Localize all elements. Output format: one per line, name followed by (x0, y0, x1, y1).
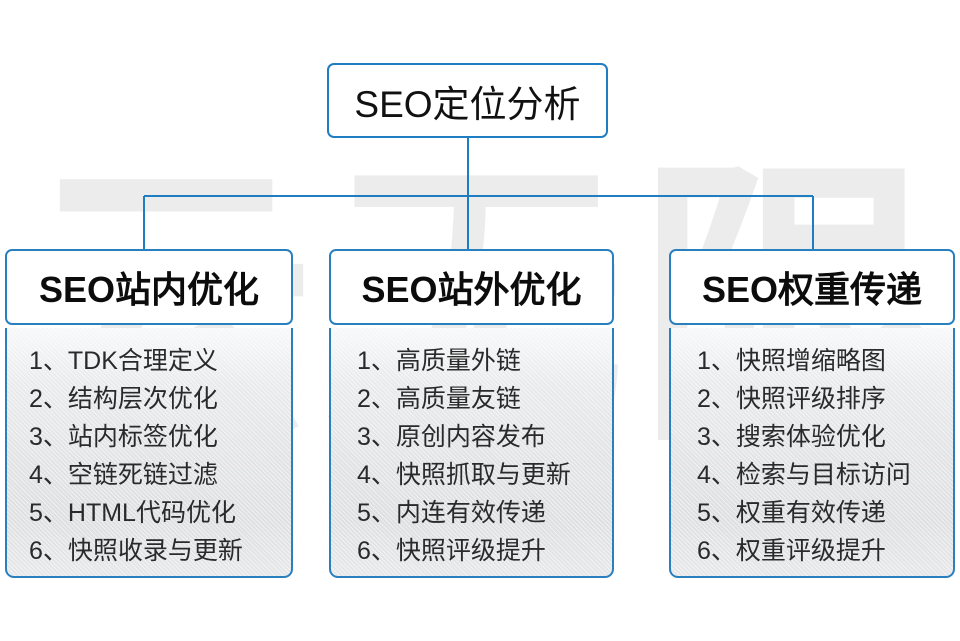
list-item-number: 6、 (29, 537, 68, 565)
list-item-text: 搜索体验优化 (735, 423, 886, 451)
list-item-text: 空链死链过滤 (67, 461, 218, 489)
list-item-number: 6、 (697, 537, 736, 565)
list-item[interactable]: 6、 快照评级提升 (331, 532, 612, 570)
list-item[interactable]: 1、 TDK合理定义 (7, 342, 291, 380)
list-item-number: 4、 (29, 461, 68, 489)
list-item-text: 结构层次优化 (67, 385, 218, 413)
list-item-text: HTML代码优化 (67, 499, 236, 527)
list-item-number: 4、 (697, 461, 736, 489)
list-item-number: 1、 (357, 347, 396, 375)
list-item-text: 快照增缩略图 (735, 347, 886, 375)
list-item-number: 2、 (29, 385, 68, 413)
list-item-text: 站内标签优化 (67, 423, 218, 451)
list-item[interactable]: 1、 高质量外链 (331, 342, 612, 380)
list-item-text: 快照评级排序 (735, 385, 886, 413)
list-item-number: 4、 (357, 461, 396, 489)
list-item[interactable]: 5、 HTML代码优化 (7, 494, 291, 532)
column-header-2[interactable]: SEO站外优化 (329, 249, 614, 325)
list-item-number: 5、 (357, 499, 396, 527)
list-item[interactable]: 3、 站内标签优化 (7, 418, 291, 456)
list-item[interactable]: 6、 快照收录与更新 (7, 532, 291, 570)
list-item-number: 3、 (29, 423, 68, 451)
column-header-3[interactable]: SEO权重传递 (669, 249, 955, 325)
list-item-number: 3、 (697, 423, 736, 451)
list-item[interactable]: 5、 内连有效传递 (331, 494, 612, 532)
root-node[interactable]: SEO定位分析 (327, 63, 608, 138)
list-item[interactable]: 5、 权重有效传递 (671, 494, 953, 532)
list-item-text: 高质量外链 (395, 347, 521, 375)
column-body-3: 1、 快照增缩略图 2、 快照评级排序 3、 搜索体验优化 4、 检索与目标访问… (669, 328, 955, 578)
list-item-text: 原创内容发布 (395, 423, 546, 451)
list-item-text: 快照抓取与更新 (395, 461, 571, 489)
list-item[interactable]: 6、 权重评级提升 (671, 532, 953, 570)
column-header-label-3: SEO权重传递 (701, 269, 923, 310)
root-node-label: SEO定位分析 (354, 83, 581, 125)
list-item[interactable]: 2、 高质量友链 (331, 380, 612, 418)
list-item-text: TDK合理定义 (67, 347, 218, 375)
list-item[interactable]: 3、 搜索体验优化 (671, 418, 953, 456)
column-body-1: 1、 TDK合理定义 2、 结构层次优化 3、 站内标签优化 4、 空链死链过滤… (5, 328, 293, 578)
column-header-label-2: SEO站外优化 (361, 269, 582, 310)
column-header-label-1: SEO站内优化 (38, 269, 260, 310)
list-item[interactable]: 4、 检索与目标访问 (671, 456, 953, 494)
list-item-text: 检索与目标访问 (735, 461, 911, 489)
list-item[interactable]: 2、 快照评级排序 (671, 380, 953, 418)
list-item-number: 6、 (357, 537, 396, 565)
list-item-number: 5、 (29, 499, 68, 527)
column-body-2: 1、 高质量外链 2、 高质量友链 3、 原创内容发布 4、 快照抓取与更新 5… (329, 328, 614, 578)
item-list-3: 1、 快照增缩略图 2、 快照评级排序 3、 搜索体验优化 4、 检索与目标访问… (671, 342, 953, 570)
list-item[interactable]: 3、 原创内容发布 (331, 418, 612, 456)
list-item-number: 2、 (357, 385, 396, 413)
list-item[interactable]: 4、 空链死链过滤 (7, 456, 291, 494)
list-item-text: 快照评级提升 (395, 537, 546, 565)
list-item[interactable]: 4、 快照抓取与更新 (331, 456, 612, 494)
list-item-number: 5、 (697, 499, 736, 527)
list-item-number: 2、 (697, 385, 736, 413)
list-item-number: 1、 (29, 347, 68, 375)
list-item-text: 快照收录与更新 (67, 537, 243, 565)
list-item[interactable]: 2、 结构层次优化 (7, 380, 291, 418)
list-item-number: 3、 (357, 423, 396, 451)
item-list-1: 1、 TDK合理定义 2、 结构层次优化 3、 站内标签优化 4、 空链死链过滤… (7, 342, 291, 570)
list-item-number: 1、 (697, 347, 736, 375)
list-item-text: 权重评级提升 (735, 537, 886, 565)
column-header-1[interactable]: SEO站内优化 (5, 249, 293, 325)
item-list-2: 1、 高质量外链 2、 高质量友链 3、 原创内容发布 4、 快照抓取与更新 5… (331, 342, 612, 570)
list-item-text: 高质量友链 (395, 385, 521, 413)
list-item[interactable]: 1、 快照增缩略图 (671, 342, 953, 380)
list-item-text: 权重有效传递 (735, 499, 886, 527)
list-item-text: 内连有效传递 (395, 499, 546, 527)
